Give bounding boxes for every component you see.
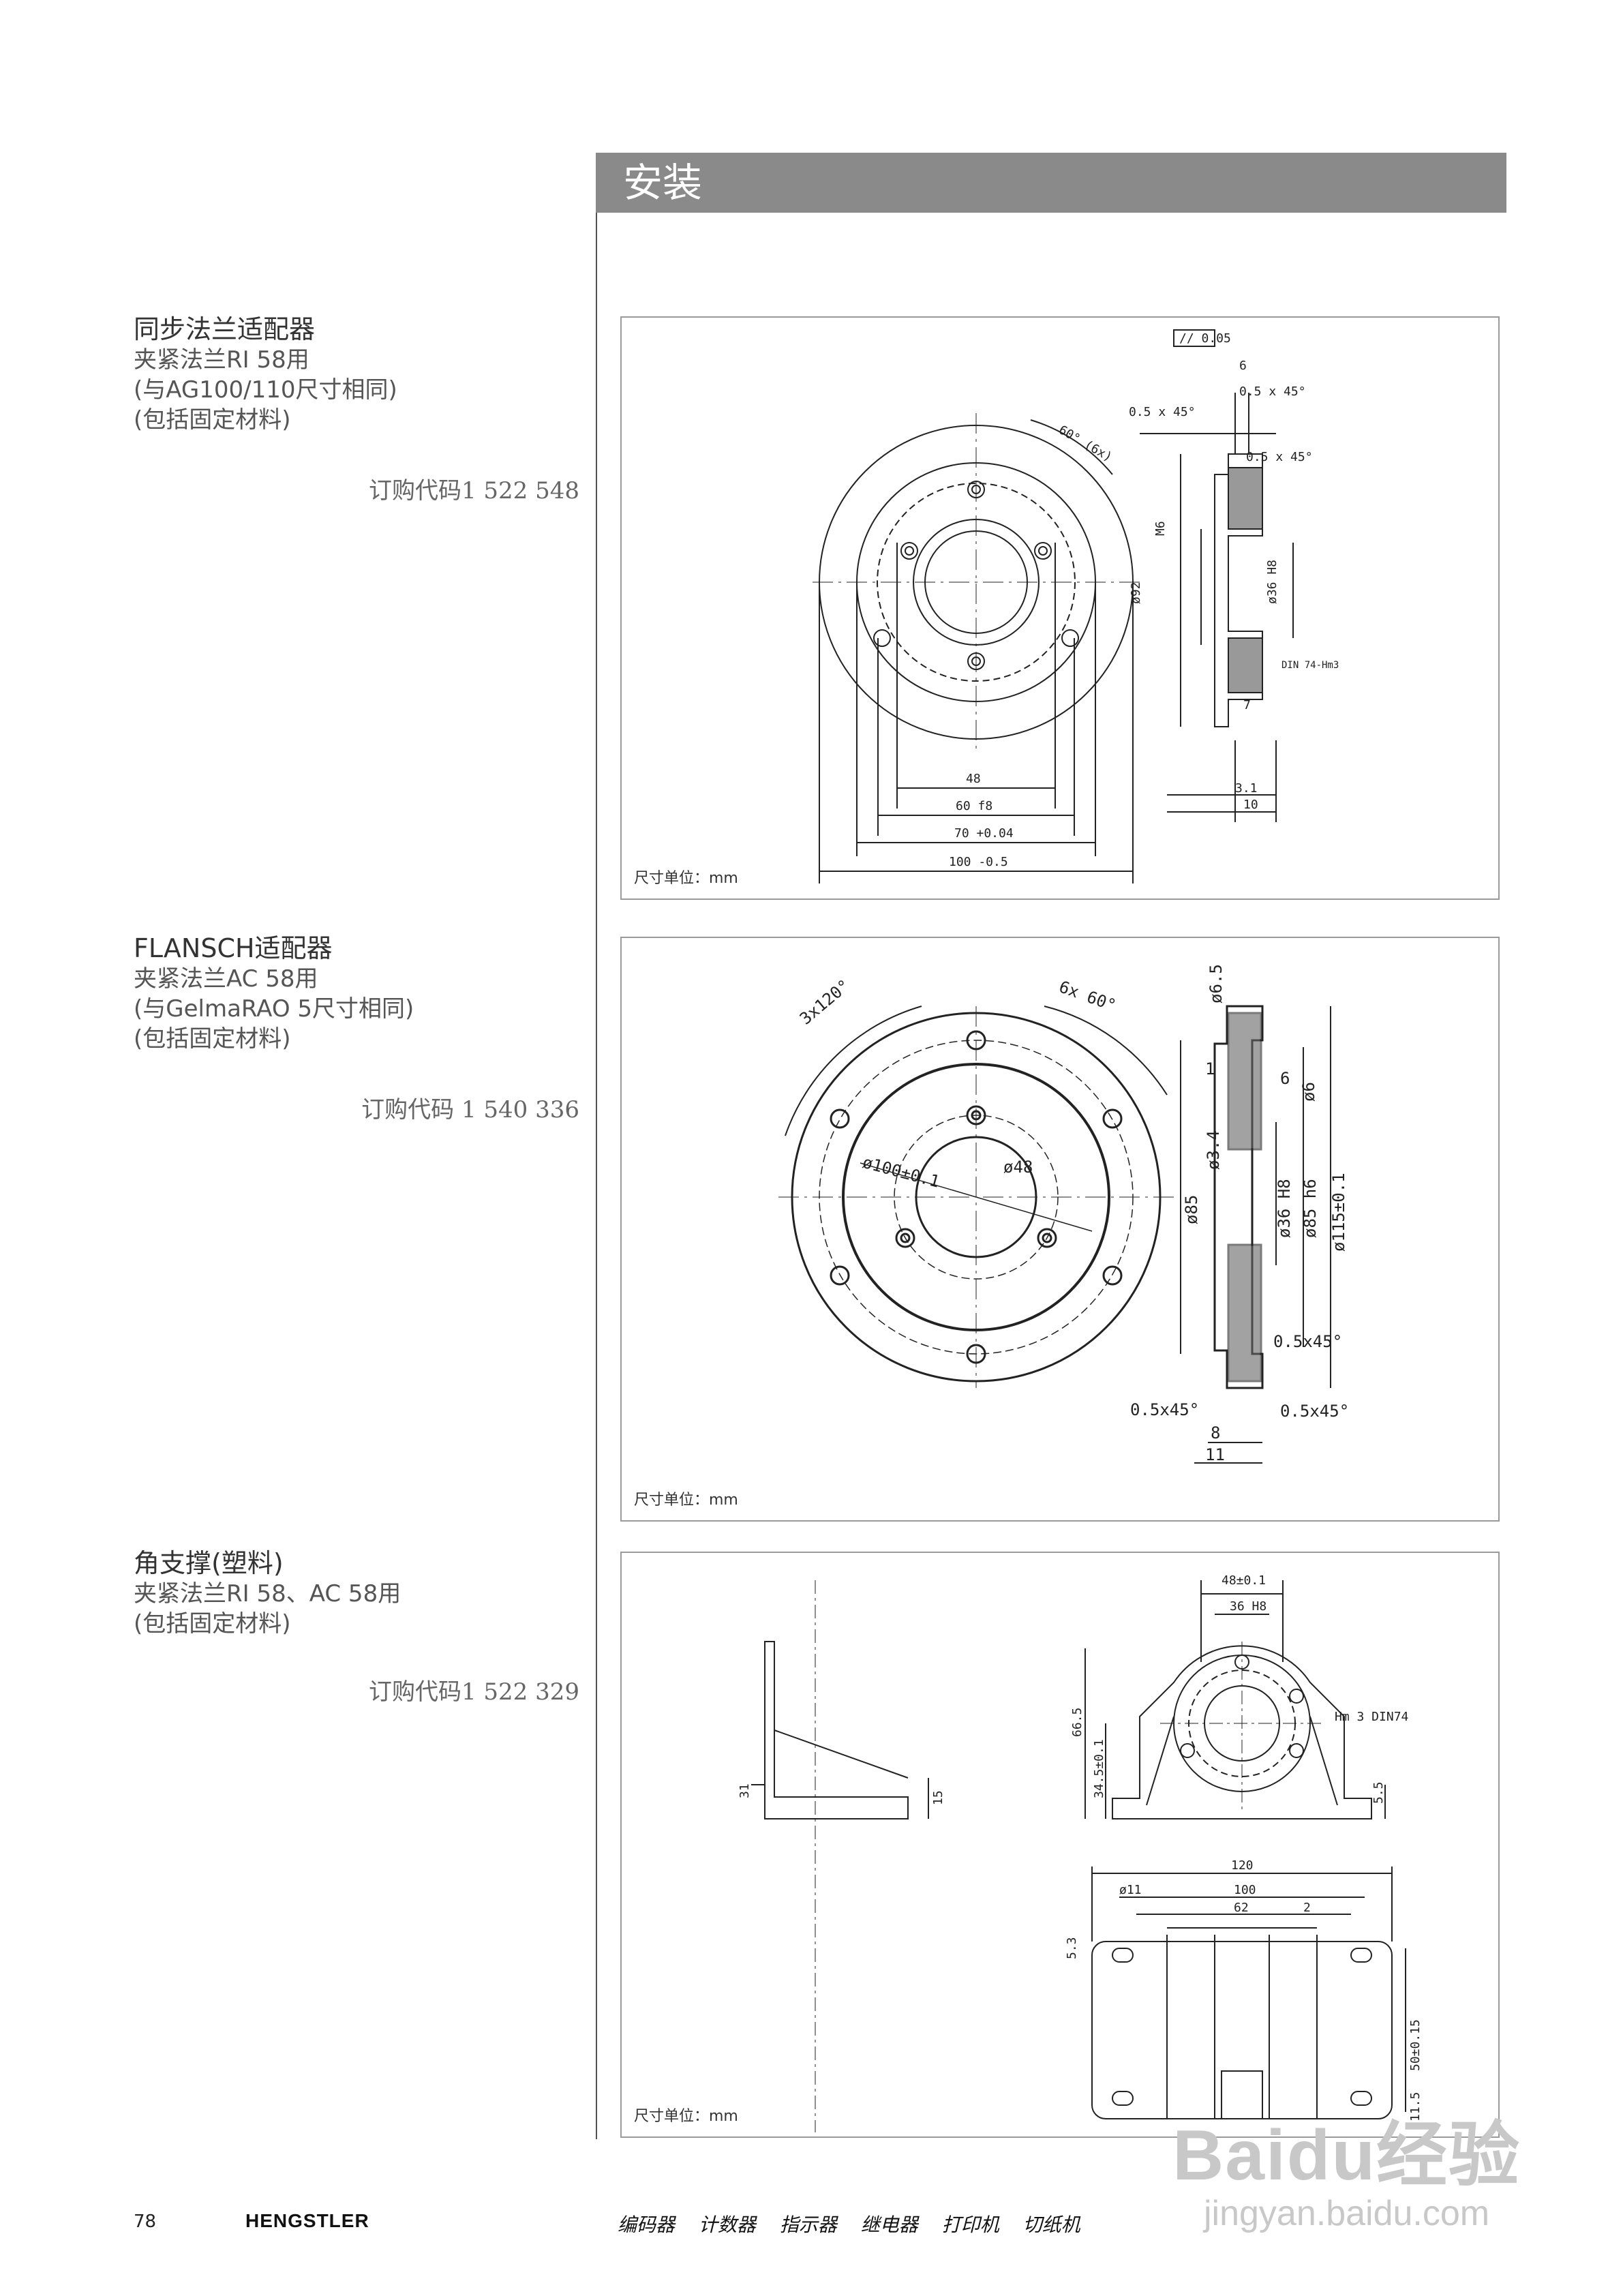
d1-dim-60: 60 f8 [956, 799, 992, 813]
d1-chamfer-3: 0.5 x 45° [1246, 450, 1313, 464]
item-3-unit-note: 尺寸单位：mm [634, 2108, 738, 2125]
watermark-url: jingyan.baidu.com [1203, 2194, 1490, 2233]
item-1-description: 同步法兰适配器 夹紧法兰RI 58用 (与AG100/110尺寸相同) (包括固… [134, 314, 583, 435]
d3-dia11: ø11 [1119, 1883, 1142, 1897]
item-1-order-code: 订购代码1 522 548 [368, 477, 579, 504]
d1-dim-3-1: 3.1 [1235, 781, 1258, 796]
item-2-line-3: (包括固定材料) [134, 1025, 291, 1053]
d1-dim-48: 48 [966, 772, 981, 786]
d3-48: 48±0.1 [1222, 1573, 1266, 1588]
d3-15: 15 [931, 1790, 945, 1805]
d1-dim-6: 6 [1239, 359, 1247, 373]
d2-dim-11: 11 [1205, 1445, 1225, 1464]
d3-2: 2 [1303, 1901, 1311, 1915]
baidu-watermark: Baidu经验 jingyan.baidu.com [1172, 2097, 1521, 2234]
item-2-line-2: (与GelmaRAO 5尺寸相同) [134, 995, 414, 1023]
item-2-drawing: 3x120° 6x 60° ø6.5 1 6 ø6 ø100±0.1 ø48 ø… [778, 964, 1349, 1464]
footer-categories: 编码器 计数器 指示器 继电器 打印机 切纸机 [618, 2210, 1098, 2237]
category-cutter: 切纸机 [1022, 2214, 1080, 2236]
item-1-title: 同步法兰适配器 [134, 314, 316, 344]
d2-dia85h6: ø85 h6 [1301, 1179, 1320, 1238]
d3-5-5: 5.5 [1371, 1781, 1386, 1804]
d1-dim-10: 10 [1243, 798, 1258, 812]
section-title: 安装 [623, 160, 703, 206]
d2-dim-1: 1 [1205, 1059, 1215, 1078]
d2-dia115: ø115±0.1 [1329, 1173, 1348, 1252]
item-3-title: 角支撑(塑料) [134, 1548, 284, 1578]
item-1-line-2: (与AG100/110尺寸相同) [134, 376, 397, 404]
item-3-line-1: 夹紧法兰RI 58、AC 58用 [134, 1580, 401, 1607]
item-1-drawing: // 0.05 6 0.5 x 45° 0.5 x 45° 0.5 x 45° … [813, 329, 1339, 883]
item-2-title: FLANSCH适配器 [134, 933, 333, 963]
item-2-drawing-panel: 3x120° 6x 60° ø6.5 1 6 ø6 ø100±0.1 ø48 ø… [620, 937, 1500, 1522]
d3-hm3: Hm 3 DIN74 [1335, 1710, 1408, 1724]
item-3-drawing: 48±0.1 36 H8 66.5 34.5±0.1 Hm 3 DIN74 5.… [738, 1573, 1423, 2132]
category-counter: 计数器 [698, 2214, 756, 2236]
d1-dim-70: 70 +0.04 [954, 826, 1014, 841]
d3-66-5: 66.5 [1070, 1708, 1084, 1737]
item-1-line-3: (包括固定材料) [134, 406, 291, 434]
item-1-drawing-panel: // 0.05 6 0.5 x 45° 0.5 x 45° 0.5 x 45° … [620, 316, 1500, 900]
d2-3x120: 3x120° [796, 976, 853, 1028]
d3-11-5: 11.5 [1408, 2092, 1423, 2121]
watermark-logo: Baidu经验 [1172, 2116, 1521, 2195]
d2-dia85: ø85 [1182, 1195, 1201, 1224]
d3-50: 50±0.15 [1408, 2019, 1423, 2071]
item-2-unit-note: 尺寸单位：mm [634, 1492, 738, 1509]
d1-chamfer-2: 0.5 x 45° [1129, 405, 1196, 419]
d1-m6: M6 [1153, 521, 1168, 536]
item-3-drawing-panel: 48±0.1 36 H8 66.5 34.5±0.1 Hm 3 DIN74 5.… [620, 1552, 1500, 2138]
d3-31: 31 [738, 1783, 752, 1798]
page-number: 78 [134, 2211, 157, 2232]
d3-62: 62 [1234, 1901, 1249, 1915]
item-3-order-code: 订购代码1 522 329 [368, 1678, 579, 1706]
d2-dia6: ø6 [1299, 1082, 1318, 1102]
d1-angle: 60° (6x) [1057, 423, 1115, 465]
d1-dia92: ø92 [1129, 581, 1143, 604]
d2-dia36: ø36 H8 [1275, 1179, 1294, 1238]
d1-dia36: ø36 H8 [1265, 560, 1279, 604]
section-title-bar: 安装 [596, 153, 1506, 213]
item-3-line-2: (包括固定材料) [134, 1610, 291, 1637]
item-1-unit-note: 尺寸单位：mm [634, 870, 738, 887]
item-2-description: FLANSCH适配器 夹紧法兰AC 58用 (与GelmaRAO 5尺寸相同) … [134, 933, 583, 1054]
category-printer: 打印机 [941, 2214, 999, 2236]
d3-34-5: 34.5±0.1 [1092, 1739, 1106, 1798]
d1-dim-7: 7 [1243, 698, 1251, 712]
d3-36h8: 36 H8 [1230, 1599, 1266, 1614]
category-relay: 继电器 [860, 2214, 918, 2236]
d2-chamfer-1: 0.5x45° [1273, 1332, 1342, 1351]
d1-dim-100: 100 -0.5 [949, 855, 1008, 869]
d1-chamfer-1: 0.5 x 45° [1239, 384, 1306, 399]
d2-chamfer-2: 0.5x45° [1130, 1400, 1199, 1419]
vertical-divider [596, 213, 597, 2139]
category-indicator: 指示器 [779, 2214, 837, 2236]
d2-dim-6: 6 [1280, 1069, 1290, 1088]
brand-name: HENGSTLER [245, 2210, 369, 2231]
item-3-description: 角支撑(塑料) 夹紧法兰RI 58、AC 58用 (包括固定材料) [134, 1547, 583, 1639]
d1-label: // 0.05 [1179, 331, 1231, 346]
d2-dia48: ø48 [1003, 1158, 1033, 1177]
category-encoder: 编码器 [618, 2214, 676, 2236]
d3-5-3: 5.3 [1065, 1937, 1079, 1959]
d2-dim-8: 8 [1211, 1423, 1220, 1442]
d2-dia3-4: ø3.4 [1204, 1130, 1223, 1170]
d2-dia6-5: ø6.5 [1207, 964, 1226, 1003]
d2-chamfer-3: 0.5x45° [1280, 1402, 1349, 1421]
item-1-line-1: 夹紧法兰RI 58用 [134, 346, 309, 374]
d2-6x60: 6x 60° [1057, 977, 1119, 1015]
item-2-order-code: 订购代码 1 540 336 [361, 1096, 579, 1123]
d3-120: 120 [1231, 1858, 1254, 1873]
item-2-line-1: 夹紧法兰AC 58用 [134, 965, 318, 993]
d1-din: DIN 74-Hm3 [1281, 660, 1339, 671]
d3-100: 100 [1234, 1883, 1256, 1897]
